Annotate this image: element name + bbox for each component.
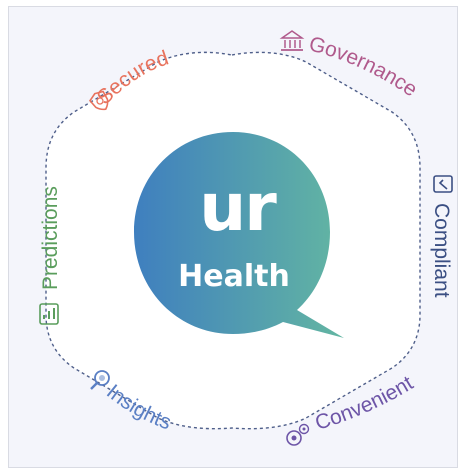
magnifier-icon: [90, 370, 110, 390]
ur-health-logo: ur Health: [134, 132, 344, 338]
logo-mark: ur: [199, 169, 277, 246]
speech-bubble: [134, 132, 344, 338]
compliant-label: Compliant: [430, 203, 453, 298]
building-icon: [279, 30, 305, 51]
predictions-item: Predictions: [39, 186, 62, 325]
gears-icon: [286, 423, 310, 446]
compliant-item: Compliant: [430, 175, 453, 298]
predictions-label: Predictions: [39, 186, 62, 290]
shield-icon: [88, 90, 109, 111]
chart-document-icon: [39, 303, 59, 325]
document-check-icon: [433, 175, 453, 193]
logo-word: Health: [178, 259, 290, 294]
